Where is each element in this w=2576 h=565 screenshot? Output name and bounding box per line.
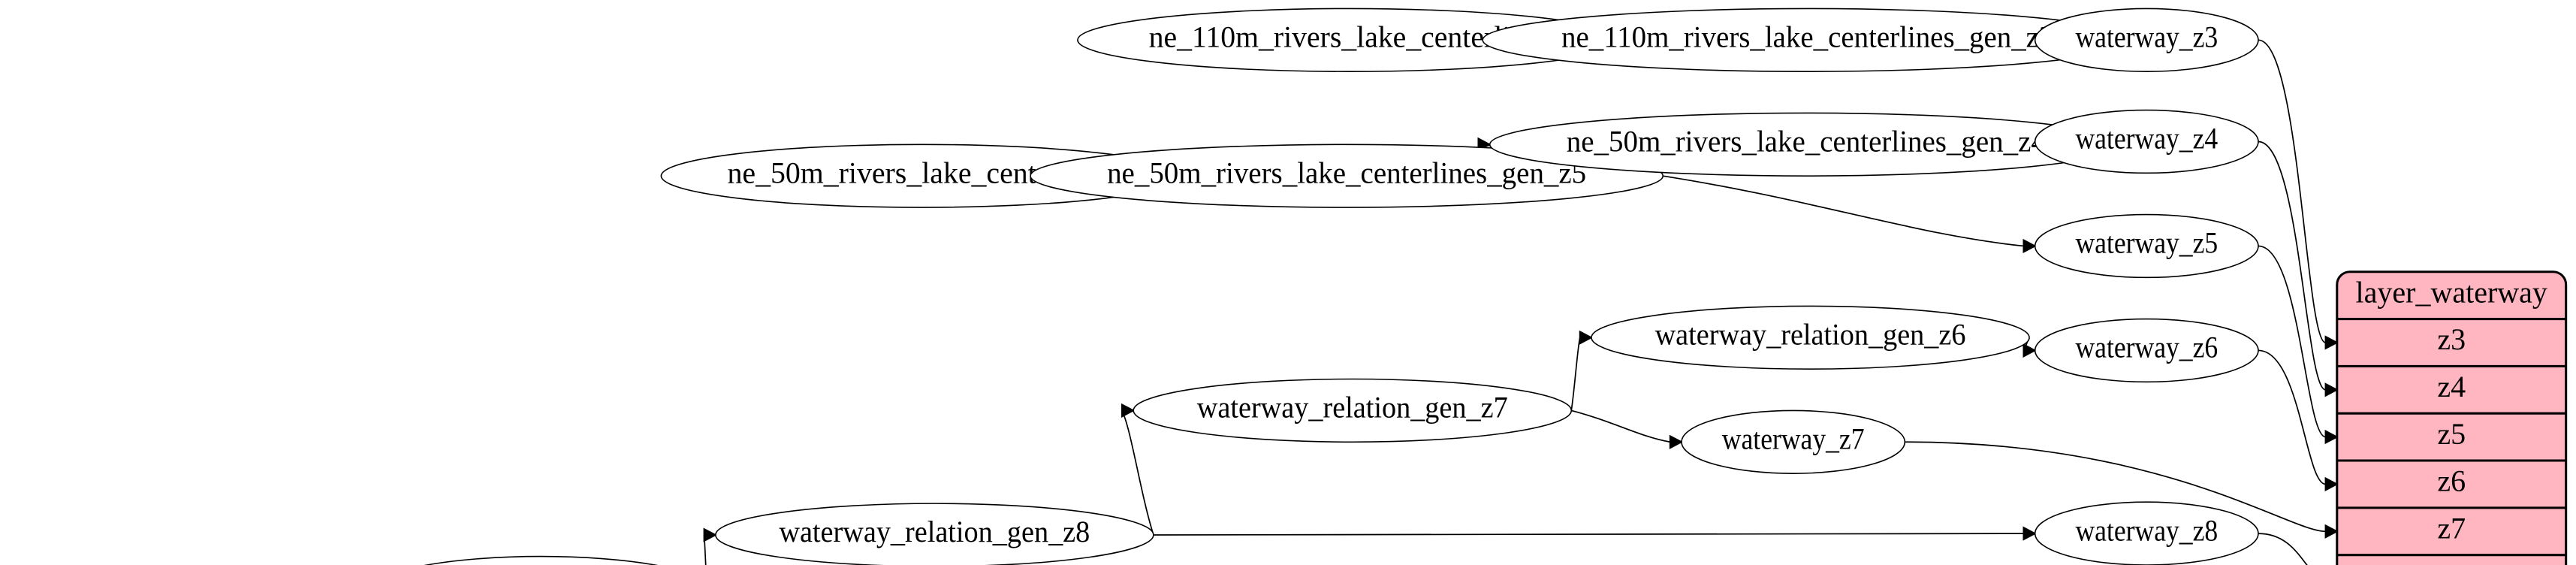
node-ellipse-waterway_z7 [1682,410,1905,473]
edge-waterway_z5-to-layer_waterway-z5 [2258,246,2326,437]
node-waterway_z3[interactable]: waterway_z3 [2035,8,2258,71]
node-waterway_z5[interactable]: waterway_z5 [2035,215,2258,278]
node-label-waterway_z8: waterway_z8 [2075,513,2218,547]
node-ellipse-waterway_relation_gen_z8 [716,503,1154,565]
edges-layer [26,32,2339,565]
record-row-label-z6: z6 [2437,464,2466,498]
arrowhead-waterway_relation_gen_z6 [1579,330,1594,345]
record-row-label-z3: z3 [2437,322,2466,356]
edge-waterway_relation_gen_z7-to-waterway_relation_gen_z6 [1571,337,1579,410]
node-label-waterway_z5: waterway_z5 [2075,226,2218,260]
nodes-layer: imposm3osm_waterway_relationosm_waterway… [0,8,2258,565]
record-row-label-z4: z4 [2437,370,2466,403]
node-waterway_z6[interactable]: waterway_z6 [2035,319,2258,382]
edge-waterway_z3-to-layer_waterway-z3 [2258,40,2326,343]
node-ne_110m_rivers_lake_centerlines_gen_z3[interactable]: ne_110m_rivers_lake_centerlines_gen_z3 [1483,8,2132,71]
arrowhead-layer_waterway-z7 [2324,524,2339,539]
node-ne_50m_rivers_lake_centerlines_gen_z5[interactable]: ne_50m_rivers_lake_centerlines_gen_z5 [1030,144,1663,207]
node-label-waterway_z4: waterway_z4 [2075,122,2218,156]
record-header-label: layer_waterway [2356,275,2547,309]
node-label-waterway_z6: waterway_z6 [2075,331,2218,364]
node-ellipse-waterway_z4 [2035,110,2258,174]
node-label-waterway_z7: waterway_z7 [1722,421,1865,455]
record-node-layer-waterway[interactable]: layer_waterwayz3z4z5z6z7z8z9z10z11z12z13… [2336,270,2568,565]
node-waterway_relation_gen_z7[interactable]: waterway_relation_gen_z7 [1133,379,1571,443]
record-row-label-z7: z7 [2437,511,2466,545]
node-label-ne_110m_rivers_lake_centerlines_gen_z3: ne_110m_rivers_lake_centerlines_gen_z3 [1561,20,2053,53]
node-waterway_z4[interactable]: waterway_z4 [2035,110,2258,174]
node-ellipse-waterway_relation_gen_z7 [1133,379,1571,443]
node-label-waterway_relation_gen_z8: waterway_relation_gen_z8 [779,515,1090,548]
node-ne_50m_rivers_lake_centerlines_gen_z4[interactable]: ne_50m_rivers_lake_centerlines_gen_z4 [1490,113,2122,176]
arrowhead-waterway_relation_gen_z8 [703,527,717,542]
node-ne_110m_rivers_lake_centerlines[interactable]: ne_110m_rivers_lake_centerlines [1078,8,1621,71]
node-label-ne_110m_rivers_lake_centerlines: ne_110m_rivers_lake_centerlines [1149,20,1551,53]
node-ellipse-waterway_z6 [2035,319,2258,382]
arrowhead-layer_waterway-z6 [2324,476,2339,492]
edge-waterway_relation_gen_z8-to-waterway_relation_gen_z7 [1122,410,1154,535]
node-label-waterway_relation_gen_z6: waterway_relation_gen_z6 [1655,317,1966,351]
arrowhead-waterway_relation_gen_z7 [1121,403,1136,418]
node-ellipse-waterway_relation_gen_z6 [1591,306,2029,369]
node-ellipse-waterway_relation [375,557,707,565]
node-label-ne_50m_rivers_lake_centerlines_gen_z4: ne_50m_rivers_lake_centerlines_gen_z4 [1567,124,2046,158]
arrowhead-layer_waterway-z5 [2324,430,2339,445]
record-row-label-z5: z5 [2437,417,2466,451]
arrowhead-layer_waterway-z3 [2324,335,2339,350]
arrowhead-waterway_z8 [2022,526,2037,541]
edge-waterway_relation_gen_z8-to-waterway_z8 [1154,533,2024,535]
arrowhead-waterway_z5 [2022,238,2037,254]
node-ellipse-waterway_z3 [2035,8,2258,71]
edge-waterway_z7-to-layer_waterway-z7 [1905,442,2325,531]
node-label-waterway_relation_gen_z7: waterway_relation_gen_z7 [1197,391,1508,425]
node-waterway_z7[interactable]: waterway_z7 [1682,410,1905,473]
node-label-waterway_z3: waterway_z3 [2075,20,2218,53]
edge-ne_50m_rivers_lake_centerlines_gen_z5-to-waterway_z5 [1663,176,2023,246]
edge-waterway_relation_gen_z7-to-waterway_z7 [1571,410,1670,442]
node-ellipse-ne_50m_rivers_lake_centerlines_gen_z5 [1030,144,1663,207]
arrowhead-layer_waterway-z4 [2324,382,2339,397]
arrowhead-waterway_z6 [2022,343,2037,358]
node-label-ne_50m_rivers_lake_centerlines_gen_z5: ne_50m_rivers_lake_centerlines_gen_z5 [1107,156,1586,189]
record-row-label-z8: z8 [2437,558,2466,565]
node-waterway_relation_gen_z6[interactable]: waterway_relation_gen_z6 [1591,306,2029,369]
edge-waterway_z6-to-layer_waterway-z6 [2258,350,2326,484]
node-waterway_relation_gen_z8[interactable]: waterway_relation_gen_z8 [716,503,1154,565]
arrowhead-waterway_z7 [1669,434,1684,449]
edge-waterway_z8-to-layer_waterway-z8 [2258,533,2326,565]
record-node-layer: layer_waterwayz3z4z5z6z7z8z9z10z11z12z13… [2336,270,2568,565]
node-ellipse-waterway_z8 [2035,502,2258,565]
node-waterway_z8[interactable]: waterway_z8 [2035,502,2258,565]
node-waterway_relation[interactable]: waterway_relation [375,557,707,565]
node-ellipse-waterway_z5 [2035,215,2258,278]
record-node-outline [2336,270,2568,565]
edge-waterway_z4-to-layer_waterway-z4 [2258,141,2326,389]
